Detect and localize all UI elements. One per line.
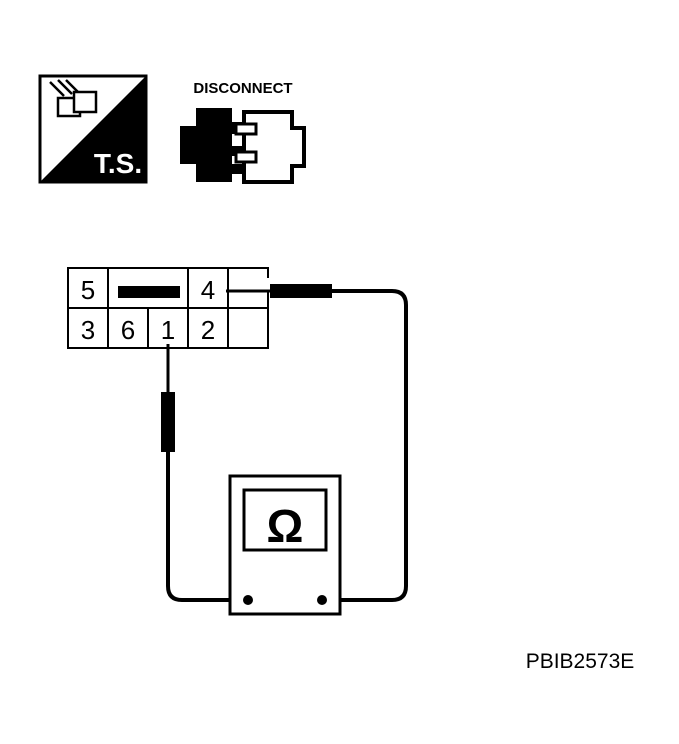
probe-lead-left: [161, 344, 248, 602]
ohm-symbol: Ω: [267, 500, 304, 552]
pin-6: 6: [121, 315, 135, 345]
pin-1: 1: [161, 315, 175, 345]
pin-2: 2: [201, 315, 215, 345]
meter-terminal-left: [243, 595, 253, 605]
pin-labels: 5 4 3 6 1 2: [81, 275, 215, 345]
ts-icon: T.S.: [38, 74, 148, 184]
disconnect-icon: DISCONNECT: [180, 80, 306, 184]
pin-3: 3: [81, 315, 95, 345]
connector-block: [67, 267, 269, 349]
pin-5: 5: [81, 275, 95, 305]
disconnect-label: DISCONNECT: [193, 80, 292, 97]
blocked-cavity: [118, 286, 180, 298]
probe-lead-right: [226, 284, 408, 602]
seat-icon: [49, 79, 98, 118]
connector-gap: [266, 278, 272, 290]
ts-label: T.S.: [94, 148, 142, 179]
figure-code: PBIB2573E: [526, 650, 635, 673]
meter-terminal-right: [317, 595, 327, 605]
pin-4: 4: [201, 275, 215, 305]
ohmmeter: Ω: [228, 474, 342, 616]
